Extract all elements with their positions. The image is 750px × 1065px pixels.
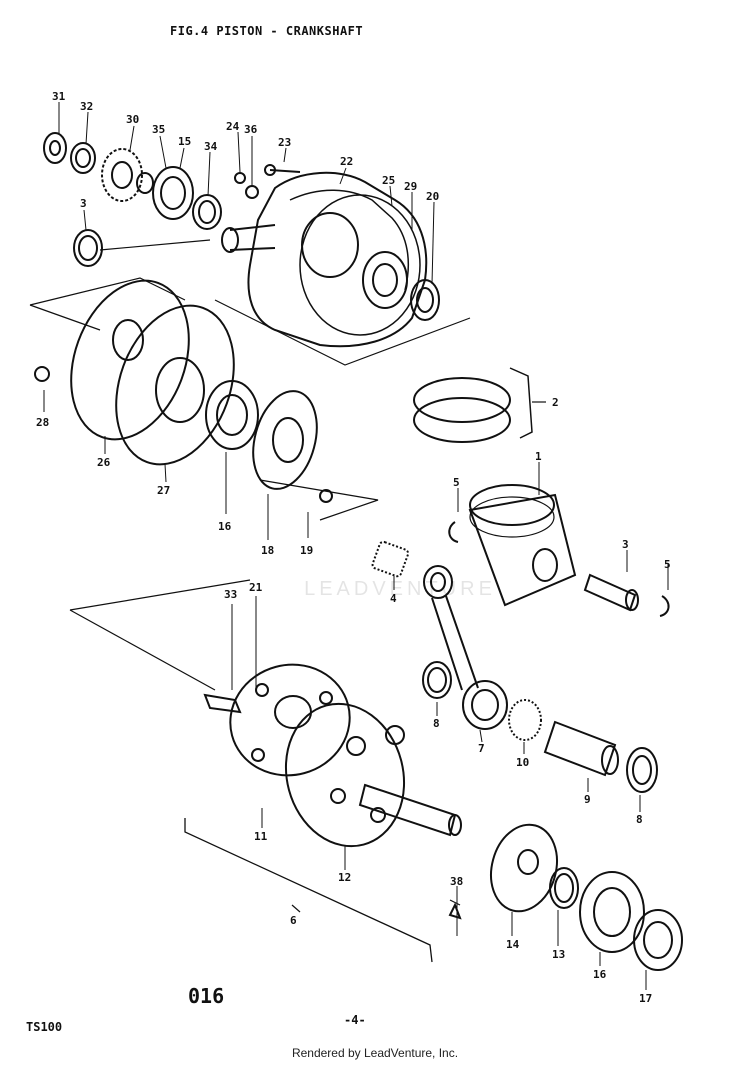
crankcase-assembly: [99, 171, 471, 366]
crankshaft: [69, 579, 462, 963]
figure-title: FIG.4 PISTON - CRANKSHAFT: [170, 24, 364, 38]
callout-label: 32: [80, 100, 93, 113]
callout-label: 4: [390, 592, 397, 605]
transmission-small-parts: [43, 132, 301, 267]
callout-label: 7: [478, 742, 485, 755]
callout-label: 26: [97, 456, 111, 469]
callout-label: 2: [552, 396, 559, 409]
callout-label: 12: [338, 871, 351, 884]
callout-label: 21: [249, 581, 263, 594]
cover-plates: [29, 277, 379, 521]
callout-label: 25: [382, 174, 395, 187]
page-number: -4-: [344, 1013, 366, 1027]
callout-label: 8: [636, 813, 643, 826]
callout-label: 13: [552, 948, 565, 961]
callout-label: 23: [278, 136, 291, 149]
page-id: 016: [188, 984, 225, 1008]
connecting-rod: [422, 565, 658, 793]
piston-rings: [413, 367, 546, 443]
callout-label: 16: [593, 968, 607, 981]
callout-label: 31: [52, 90, 66, 103]
callout-label: 5: [453, 476, 460, 489]
callout-label: 6: [290, 914, 297, 927]
callout-label: 27: [157, 484, 170, 497]
callout-label: 20: [426, 190, 439, 203]
callout-label: 30: [126, 113, 139, 126]
callout-label: 3: [80, 197, 87, 210]
callout-label: 11: [254, 830, 268, 843]
callout-label: 29: [404, 180, 417, 193]
callout-label: 14: [506, 938, 520, 951]
callout-leaders: [43, 102, 669, 990]
callout-label: 19: [300, 544, 313, 557]
callout-label: 10: [516, 756, 529, 769]
callout-label: 3: [622, 538, 629, 551]
footer-credit: Rendered by LeadVenture, Inc.: [291, 1046, 459, 1060]
watermark: LEADVENTURE: [304, 578, 496, 600]
callout-label: 18: [261, 544, 274, 557]
callout-label: 33: [224, 588, 237, 601]
callout-label: 15: [178, 135, 191, 148]
callout-label: 5: [664, 558, 671, 571]
callout-label: 9: [584, 793, 591, 806]
callout-label: 34: [204, 140, 218, 153]
callout-numbers: 31 32 30 35 15 34 24 36 23 22 25 29 20 3…: [36, 90, 671, 1005]
model-label: TS100: [26, 1020, 63, 1034]
piston-assembly: [371, 484, 670, 617]
callout-label: 22: [340, 155, 353, 168]
callout-label: 17: [639, 992, 652, 1005]
callout-label: 8: [433, 717, 440, 730]
callout-label: 38: [450, 875, 463, 888]
callout-label: 16: [218, 520, 232, 533]
callout-label: 1: [535, 450, 542, 463]
callout-label: 24: [226, 120, 240, 133]
callout-label: 35: [152, 123, 165, 136]
crankshaft-bearings-seals: [448, 823, 683, 971]
callout-label: 28: [36, 416, 49, 429]
callout-label: 36: [244, 123, 258, 136]
